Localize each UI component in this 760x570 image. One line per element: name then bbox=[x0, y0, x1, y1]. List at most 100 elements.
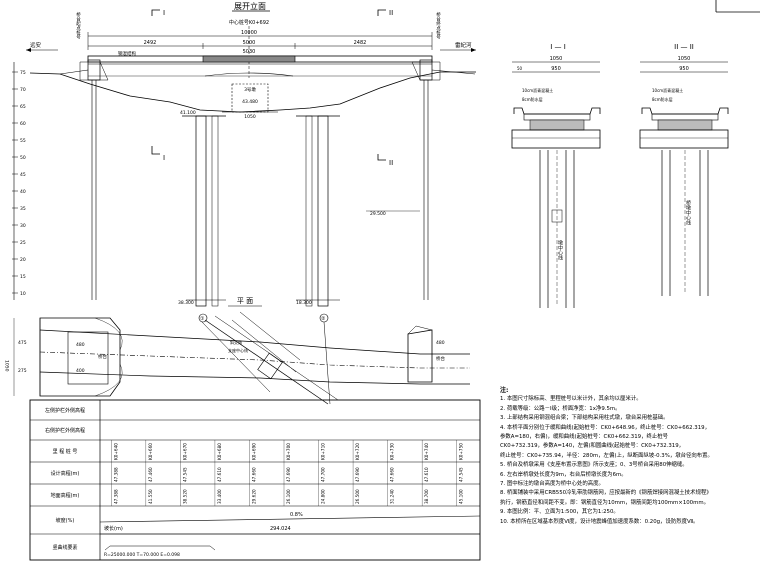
section2-label-1: 10cm沥青混凝土 bbox=[652, 87, 683, 93]
ground-elev-cell: 38.520 bbox=[182, 489, 187, 504]
section-1-view: I — I 1050 950 50 10cm沥青混凝土 8cm防水层 墩中心线 bbox=[511, 43, 601, 308]
elev-left-1: 41.100 bbox=[180, 110, 196, 116]
ground-elev-cell: 38.700 bbox=[424, 489, 429, 504]
table-row-label: 竖曲线要素 bbox=[52, 544, 77, 551]
dim-mid: 5000 bbox=[243, 40, 256, 46]
scale-tick-label: 10 bbox=[20, 291, 26, 297]
note-item: 4. 本桥平面分别位于缓和曲线(起始桩号：CK0+648.96，终止桩号：CK0… bbox=[500, 424, 710, 431]
plan-dim-v3: 275 bbox=[18, 368, 27, 374]
stake-cell: K0+700 bbox=[286, 443, 291, 460]
plan-abut-label-left: 桥台 bbox=[98, 353, 107, 360]
ground-elev-cell: 33.400 bbox=[217, 489, 222, 504]
note-item: 2. 荷载等级：公路－I级；桥面净宽：1x净9.5m。 bbox=[500, 405, 621, 412]
section1-dim-sub: 950 bbox=[551, 66, 561, 72]
stake-cell: K0+740 bbox=[424, 443, 429, 460]
note-item: 9. 本图比例：平、立面为1:500，其它为1:250。 bbox=[500, 509, 619, 516]
elevation-title: 展开立面 bbox=[234, 1, 266, 11]
pier-elev: 43.480 bbox=[242, 99, 258, 105]
stake-cell: K0+730 bbox=[390, 443, 395, 460]
design-elev-cell: 47.610 bbox=[217, 467, 222, 482]
note-item: 8. 桥面铺装中采用CRB550冷轧带肋钢筋网，应按最新的《钢筋焊接网混凝土技术… bbox=[500, 490, 712, 497]
stake-cell: K0+660 bbox=[148, 443, 153, 460]
scale-tick-label: 35 bbox=[20, 206, 26, 212]
note-item: 终止桩号：CK0+735.94，半径：280m，左偏)上，纵断面纵坡-0.3%，… bbox=[500, 452, 713, 459]
section2-title: II — II bbox=[674, 43, 694, 51]
scale-tick-label: 30 bbox=[20, 223, 26, 229]
elev-right-1: 29.500 bbox=[370, 211, 386, 217]
section-mark-1-top: I bbox=[163, 9, 165, 17]
pier-width: 1050 bbox=[244, 114, 256, 120]
pier-label: 3号墩 bbox=[244, 86, 256, 93]
plan-left-width-2: 400 bbox=[76, 368, 85, 374]
curve-text: R=25000.000 T=70.000 E=0.098 bbox=[104, 552, 180, 558]
ground-elev-cell: 41.550 bbox=[148, 489, 153, 504]
stake-cell: K0+640 bbox=[113, 443, 118, 460]
table-row-label: 设计高程(m) bbox=[51, 470, 80, 477]
ground-elev-cell: 26.100 bbox=[286, 489, 291, 504]
stake-cell: K0+670 bbox=[182, 443, 187, 460]
center-stake: 中心桩号K0+692 bbox=[229, 19, 269, 26]
plan-bearing-label: 支座中心线 bbox=[228, 347, 248, 353]
grade-text: 0.8% bbox=[290, 512, 303, 518]
stake-cell: K0+710 bbox=[321, 443, 326, 460]
dim-total: 10000 bbox=[241, 30, 257, 36]
design-notes: 注: 1. 本图尺寸除标高、里程桩号以米计外，其余均以厘米计。2. 荷载等级：公… bbox=[500, 386, 756, 527]
ground-elev-cell: 26.500 bbox=[355, 489, 360, 504]
section1-title: I — I bbox=[550, 43, 566, 51]
note-item: 参数A=180，右偏)，缓和曲线(起始桩号：CK0+662.319，终止桩号 bbox=[500, 434, 669, 441]
ground-elev-cell: 29.620 bbox=[251, 489, 256, 504]
ground-elev-cell: 45.100 bbox=[459, 489, 464, 504]
plan-view: 平 面 480 400 桥台 1050 475 275 ① ② 斜交角 支座中心… bbox=[4, 297, 470, 405]
scale-tick-label: 50 bbox=[20, 155, 26, 161]
design-elev-cell: 47.690 bbox=[286, 467, 291, 482]
plan-dim-v2: 475 bbox=[18, 340, 27, 346]
plan-right-width: 480 bbox=[436, 340, 445, 346]
plan-left-width: 480 bbox=[76, 342, 85, 348]
notes-heading: 注: bbox=[500, 387, 509, 394]
design-elev-cell: 47.660 bbox=[390, 467, 395, 482]
section-mark-2-mid: II bbox=[389, 159, 393, 167]
plan-abut-label-right: 桥台 bbox=[436, 355, 445, 362]
scale-tick-label: 75 bbox=[20, 70, 26, 76]
dim-right: 2482 bbox=[354, 40, 367, 46]
stake-cell: K0+680 bbox=[217, 443, 222, 460]
section2-dim-sub: 950 bbox=[679, 66, 689, 72]
section-mark-2-top: II bbox=[389, 9, 393, 17]
elev-left-2: 38.300 bbox=[178, 300, 194, 306]
scale-tick-label: 25 bbox=[20, 240, 26, 246]
ground-elev-cell: 31.240 bbox=[390, 489, 395, 504]
right-end-label: 桥台终点桩号 bbox=[436, 11, 441, 41]
dim-left: 2492 bbox=[144, 40, 157, 46]
plan-mark-1: ① bbox=[200, 316, 205, 322]
table-row-label: 里 程 桩 号 bbox=[53, 448, 78, 455]
design-elev-cell: 47.545 bbox=[459, 467, 464, 482]
plan-mark-2: ② bbox=[321, 316, 326, 322]
ground-elev-cell: 47.388 bbox=[113, 489, 118, 504]
table-row-label: 地面高程(m) bbox=[51, 492, 80, 499]
design-elev-cell: 47.460 bbox=[148, 467, 153, 482]
left-direction-label: 远安 bbox=[30, 41, 42, 49]
stake-cell: K0+750 bbox=[459, 443, 464, 460]
scale-tick-label: 55 bbox=[20, 138, 26, 144]
note-item: 5. 桥台及桥墩采用《支座布置示意图》所示支座；0、3号桥台采用80伸缩缝。 bbox=[500, 462, 688, 469]
section-mark-1-mid: I bbox=[163, 154, 165, 162]
left-end-label: 桥台起点桩号 bbox=[76, 11, 81, 41]
design-elev-cell: 47.690 bbox=[355, 467, 360, 482]
design-elev-cell: 47.388 bbox=[113, 467, 118, 482]
scale-tick-label: 60 bbox=[20, 121, 26, 127]
table-row-label: 左侧护栏外侧高程 bbox=[45, 407, 85, 414]
scale-tick-label: 40 bbox=[20, 189, 26, 195]
section-2-view: II — II 1050 950 10cm沥青混凝土 8cm防水层 桥墩中心线 bbox=[639, 43, 729, 296]
table-row-label: 右侧护栏外侧高程 bbox=[45, 427, 85, 434]
scale-tick-label: 45 bbox=[20, 172, 26, 178]
section1-label-1: 10cm沥青混凝土 bbox=[522, 87, 553, 93]
section2-label-2: 8cm防水层 bbox=[652, 96, 673, 102]
design-elev-cell: 47.700 bbox=[321, 467, 326, 482]
design-elev-cell: 47.545 bbox=[182, 467, 187, 482]
section1-label-3: 墩中心线 bbox=[557, 239, 563, 260]
ground-elev-cell: 24.800 bbox=[321, 489, 326, 504]
elev-right-2: 18.300 bbox=[296, 300, 312, 306]
length-value: 294.024 bbox=[270, 526, 291, 532]
